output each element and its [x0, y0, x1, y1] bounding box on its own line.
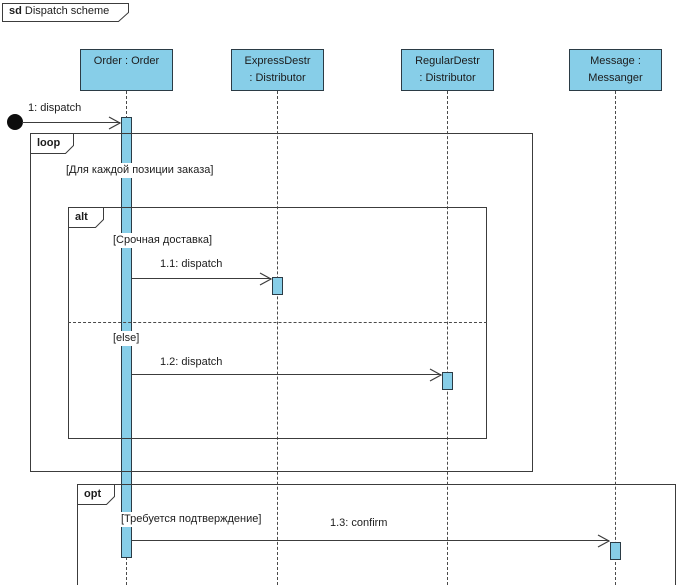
alt-operand-separator — [68, 322, 487, 323]
lifeline-express-destr — [277, 91, 278, 585]
loop-pentagon-shape — [30, 133, 74, 154]
lifeline-header-express-line1: ExpressDestr — [244, 55, 311, 67]
frame-title-pentagon-shape — [2, 3, 129, 22]
frame-title-text: sd Dispatch scheme — [9, 5, 109, 17]
fragment-opt-pentagon: opt — [77, 484, 115, 508]
lifeline-regular-destr — [447, 91, 448, 585]
message-1-line — [22, 122, 120, 123]
lifeline-header-messanger-line2: Messanger — [588, 72, 643, 84]
alt-pentagon-shape — [68, 207, 104, 228]
frame-title-label: sd Dispatch scheme — [2, 3, 129, 22]
message-1-2-label: 1.2: dispatch — [158, 355, 225, 369]
fragment-loop-pentagon: loop — [30, 133, 74, 157]
lifeline-header-regular-line2: : Distributor — [419, 72, 476, 84]
fragment-loop: loop — [30, 133, 533, 472]
message-1-3-label: 1.3: confirm — [328, 516, 390, 530]
lifeline-header-express-destr: ExpressDestr : Distributor — [231, 49, 324, 91]
lifeline-header-express-line2: : Distributor — [249, 72, 306, 84]
fragment-loop-operator: loop — [37, 137, 61, 149]
lifeline-header-order: Order : Order — [80, 49, 173, 91]
message-1-1-label: 1.1: dispatch — [158, 257, 225, 271]
message-1-arrowhead-icon — [108, 116, 121, 130]
loop-guard: [Для каждой позиции заказа] — [64, 163, 216, 178]
lifeline-header-messanger-line1: Message : — [590, 55, 641, 67]
alt-guard-urgent: [Срочная доставка] — [111, 233, 215, 248]
fragment-alt-operator: alt — [75, 211, 88, 223]
message-1-3-arrowhead-icon — [597, 534, 610, 548]
activation-messanger — [610, 542, 621, 560]
fragment-alt-pentagon: alt — [68, 207, 104, 231]
alt-guard-else: [else] — [111, 331, 142, 346]
message-1-1-line — [132, 278, 271, 279]
opt-guard: [Требуется подтверждение] — [119, 512, 264, 527]
found-message-circle — [7, 114, 23, 130]
activation-regular-destr — [442, 372, 453, 390]
fragment-alt: alt — [68, 207, 487, 439]
lifeline-messanger — [615, 91, 616, 585]
lifeline-header-order-line1: Order : Order — [93, 55, 160, 67]
message-1-label: 1: dispatch — [26, 101, 84, 115]
lifeline-header-regular-line1: RegularDestr — [415, 55, 480, 67]
activation-express-destr — [272, 277, 283, 295]
message-1-2-line — [132, 374, 441, 375]
frame-name: Dispatch scheme — [24, 5, 110, 17]
message-1-3-line — [132, 540, 609, 541]
fragment-opt: opt — [77, 484, 676, 585]
fragment-opt-operator: opt — [84, 488, 102, 500]
frame-keyword: sd — [9, 5, 22, 17]
message-1-1-arrowhead-icon — [259, 272, 272, 286]
opt-pentagon-shape — [77, 484, 115, 505]
lifeline-header-messanger: Message : Messanger — [569, 49, 662, 91]
lifeline-header-regular-destr: RegularDestr : Distributor — [401, 49, 494, 91]
message-1-2-arrowhead-icon — [429, 368, 442, 382]
